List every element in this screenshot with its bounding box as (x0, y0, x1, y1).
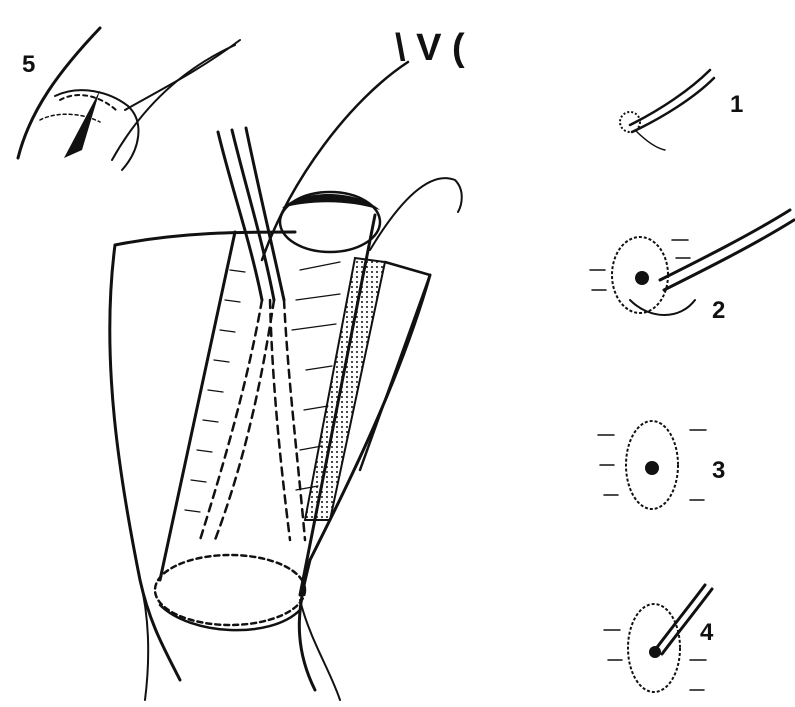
label-1: 1 (730, 91, 743, 118)
label-2: 2 (712, 297, 725, 324)
step-3-figure: 3 (598, 421, 725, 509)
detail-inset-5: 5 (18, 28, 240, 170)
main-drawing (110, 62, 462, 700)
step-4-figure: 4 (604, 585, 714, 692)
cylinder-body (160, 232, 235, 580)
label-5: 5 (22, 51, 35, 78)
label-4: 4 (700, 619, 714, 646)
suture (262, 62, 408, 260)
step-1-figure: 1 (620, 70, 743, 150)
label-3: 3 (712, 457, 725, 484)
step-2-figure: 2 (590, 210, 794, 324)
